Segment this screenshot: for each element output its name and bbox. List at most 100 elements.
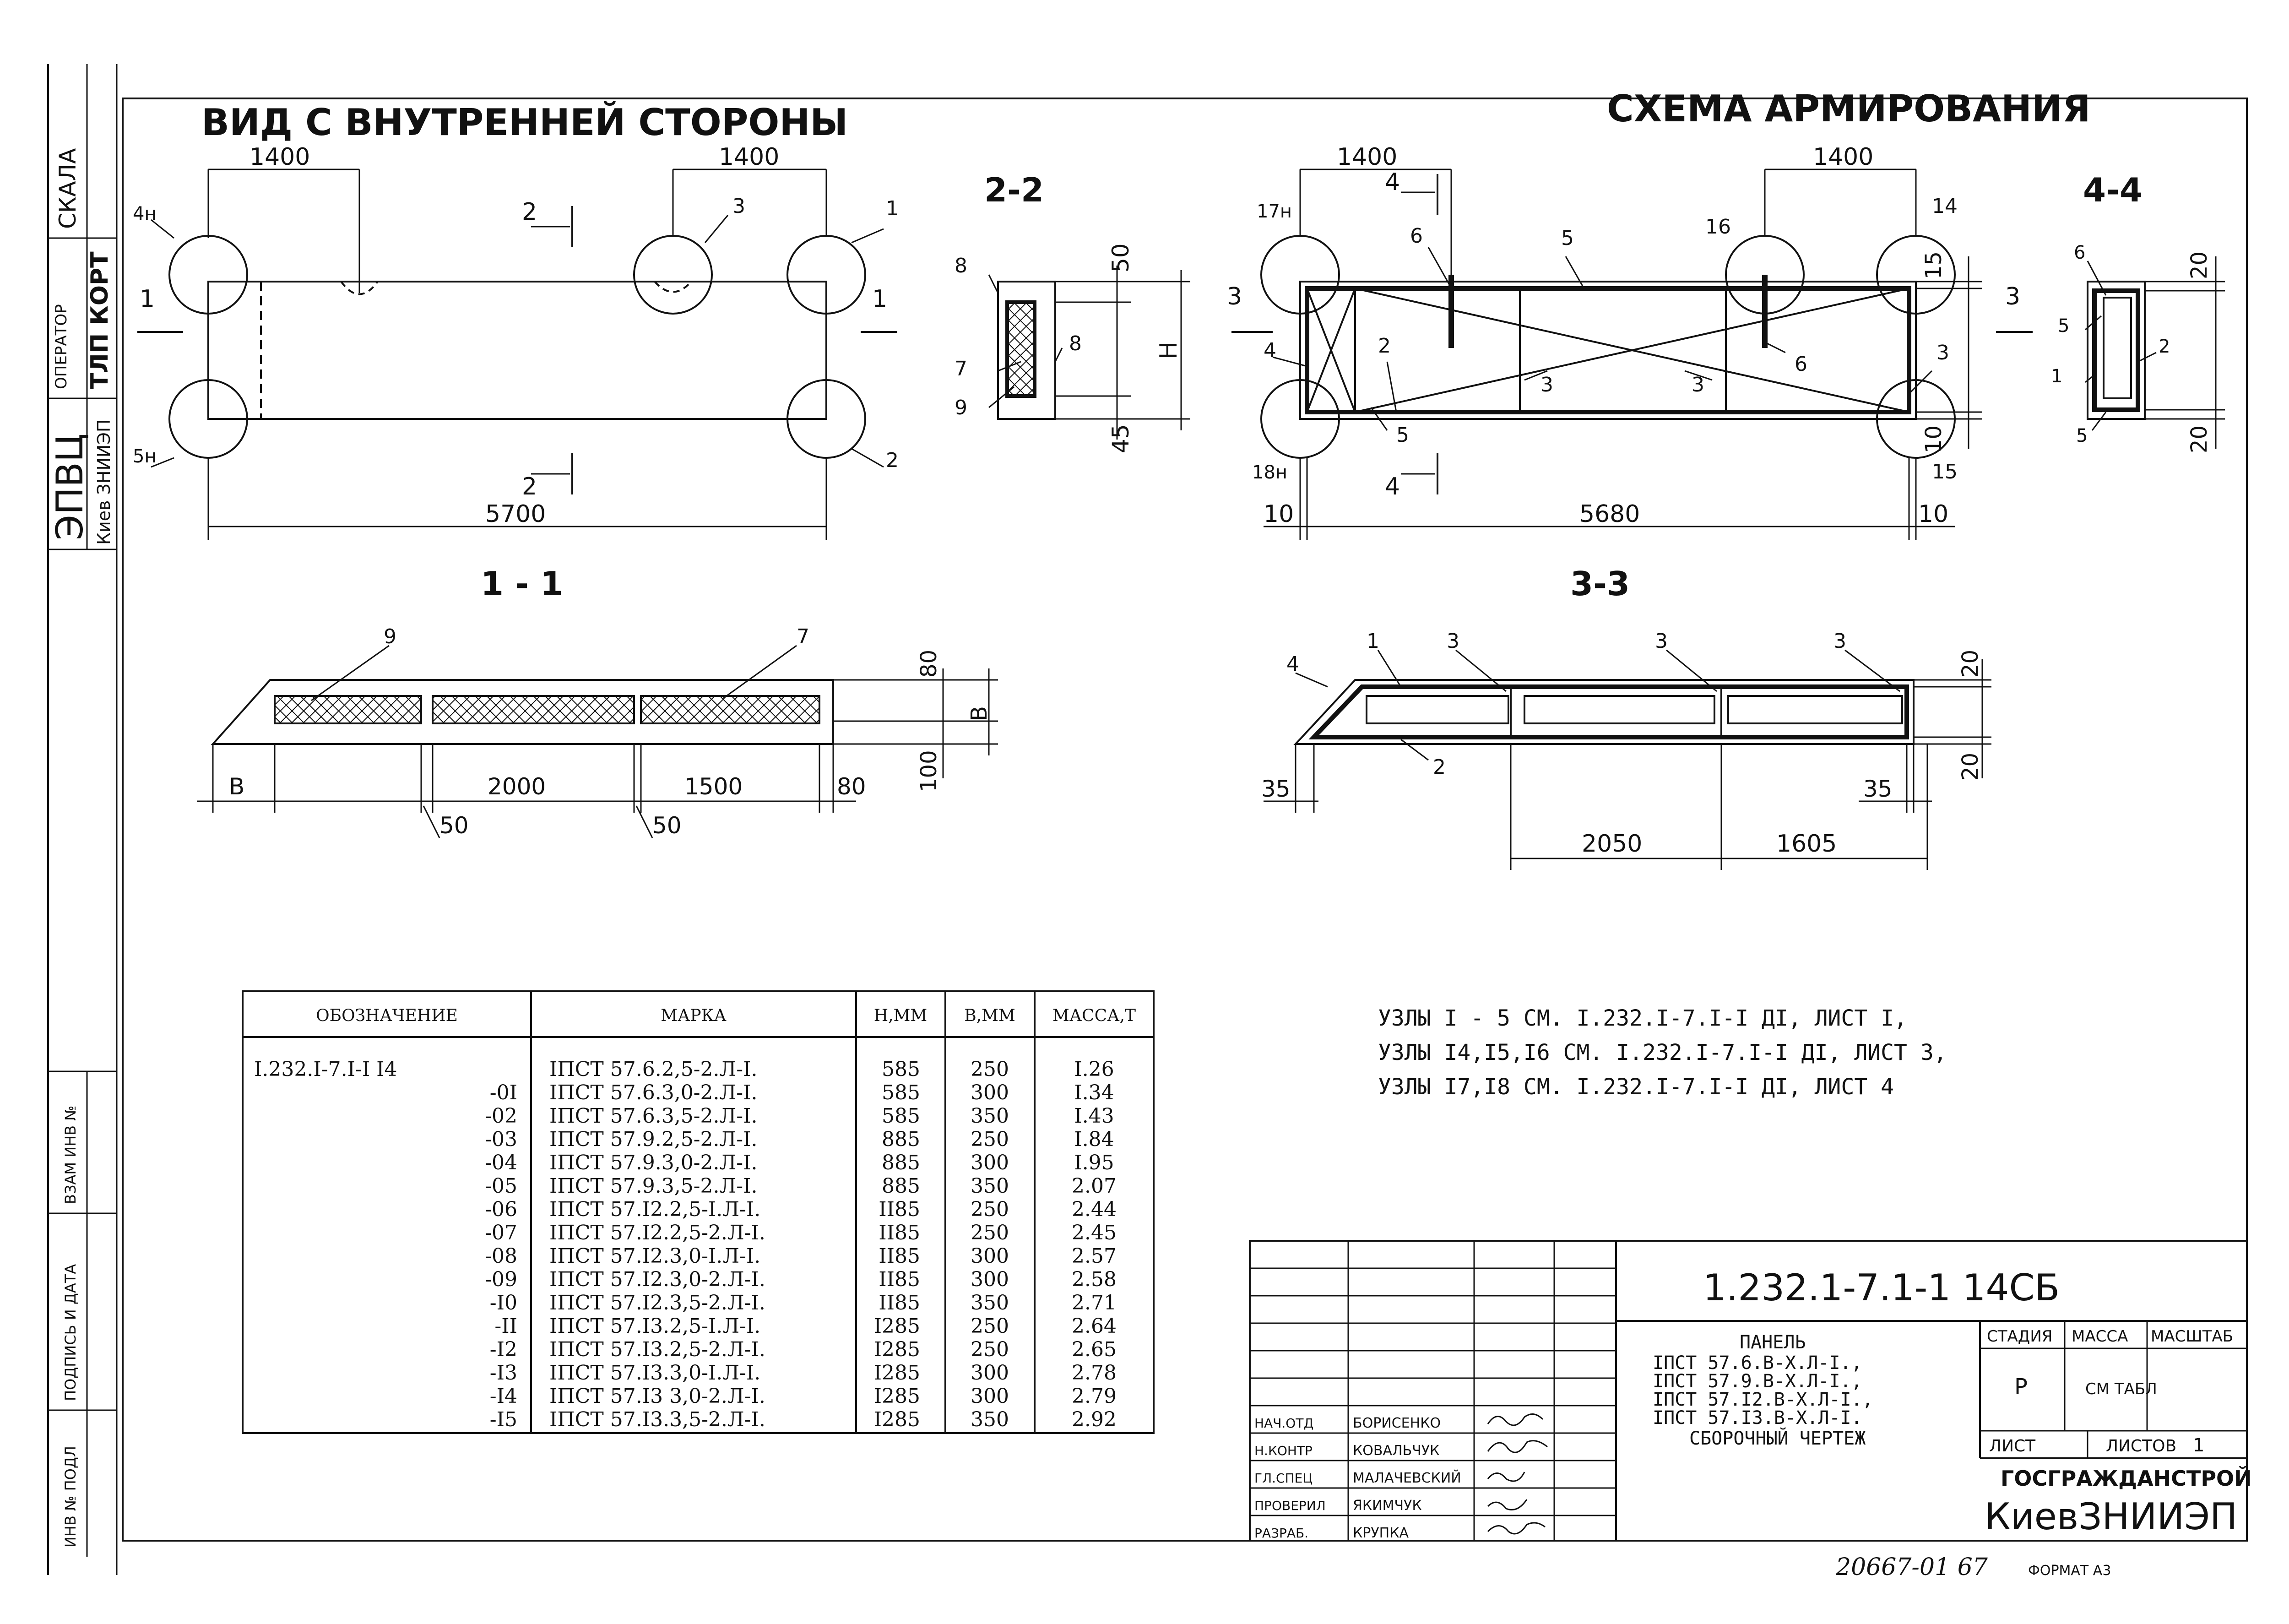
stamp-title-2: IПСТ 57.9.В-Х.Л-I., [1653,1371,1862,1392]
stamp-sheets-count: 1 [2193,1435,2204,1456]
spec-cell-designation: -I2 [490,1338,517,1361]
spec-header-cell: МАССА,Т [1052,1006,1136,1025]
title-view: ВИД С ВНУТРЕННЕЙ СТОРОНЫ [201,101,848,144]
spec-cell-h: I285 [874,1408,920,1431]
spec-cell-b: 250 [971,1128,1009,1151]
spec-cell-designation: -I4 [490,1385,517,1408]
strip-kiev: Киев ЗНИИЭП [94,419,114,545]
spec-cell-mass: 2.44 [1072,1198,1117,1221]
view-panel [137,168,897,540]
spec-cell-mark: IПСТ 57.I3.2,5-I.Л-I. [549,1314,760,1338]
spec-cell-mark: IПСТ 57.I2.3,0-2.Л-I. [549,1268,765,1291]
stamp-role: ПРОВЕРИЛ [1254,1498,1326,1513]
view-callout-1: 1 [886,197,899,220]
spec-cell-mass: I.26 [1074,1058,1114,1081]
scheme-dim-right: 1400 [1813,143,1873,171]
scheme-cut-3b: 3 [2005,283,2020,310]
spec-cell-mass: 2.65 [1072,1338,1117,1361]
sec44-label-5: 5 [2058,315,2069,337]
spec-cell-mass: 2.78 [1072,1361,1117,1385]
node-3 [633,235,713,315]
scheme-callout-18n: 18н [1252,462,1287,483]
spec-cell-mark: IПСТ 57.I2.3,5-2.Л-I. [549,1291,765,1314]
spec-cell-designation: -03 [485,1128,517,1151]
sec33-dim-35l: 35 [1261,776,1291,802]
stamp-scale-header: МАСШТАБ [2151,1327,2233,1346]
sec22-dim-bottom: 45 [1107,424,1134,453]
spec-cell-mark: IПСТ 57.I2.2,5-I.Л-I. [549,1198,760,1221]
spec-cell-b: 300 [971,1385,1009,1408]
spec-cell-h: II85 [879,1221,920,1244]
sec11-dim-50b: 50 [652,812,682,839]
spec-cell-mark: IПСТ 57.9.3,5-2.Л-I. [549,1174,757,1198]
scheme-dim-10: 10 [1921,425,1947,453]
sec22-label-7: 7 [955,357,967,380]
stamp-mass: СМ ТАБЛ [2085,1380,2157,1398]
sec33-label-4: 4 [1286,652,1299,676]
spec-cell-mark: IПСТ 57.I3.3,0-I.Л-I. [549,1361,760,1385]
stamp-sheet: ЛИСТ [1989,1437,2036,1456]
scheme-drawing [1231,168,2033,540]
stamp-name: КОВАЛЬЧУК [1353,1443,1439,1459]
spec-cell-h: 585 [882,1058,920,1081]
spec-cell-mass: 2.92 [1072,1408,1117,1431]
spec-cell-mass: I.95 [1074,1151,1114,1174]
note-2: УЗЛЫ I4,I5,I6 СМ. I.232.I-7.I-I ДI, ЛИСТ… [1378,1040,1947,1065]
stamp-role: ГЛ.СПЕЦ [1254,1471,1313,1486]
sec33-dim-35r: 35 [1863,776,1893,802]
spec-cell-h: II85 [879,1268,920,1291]
spec-cell-designation: -05 [485,1174,517,1198]
spec-cell-h: I285 [874,1385,920,1408]
scheme-callout-15: 15 [1932,460,1958,483]
sec33-dim-1605: 1605 [1776,830,1837,858]
title-sec11: 1 - 1 [481,565,563,603]
sec22-drawing [988,266,1190,440]
spec-cell-h: I285 [874,1314,920,1338]
spec-cell-b: 350 [971,1104,1009,1128]
sec11-dim-b: В [229,773,244,800]
spec-cell-b: 300 [971,1361,1009,1385]
spec-header-cell: Н,ММ [874,1006,928,1025]
title-sec33: 3-3 [1570,565,1630,603]
sec11-dim-80: 80 [837,773,866,800]
spec-cell-designation: -02 [485,1104,517,1128]
stamp-role: НАЧ.ОТД [1254,1416,1313,1431]
spec-cell-h: I285 [874,1338,920,1361]
spec-cell-mark: IПСТ 57.I2.3,0-I.Л-I. [549,1244,760,1268]
spec-cell-designation: I.232.I-7.I-I I4 [254,1058,397,1081]
spec-cell-designation: -I3 [490,1361,517,1385]
view-dim-total: 5700 [485,500,546,528]
stamp-stage-header: СТАДИЯ [1987,1327,2052,1346]
spec-cell-h: I285 [874,1361,920,1385]
scheme-cut-4a: 4 [1385,168,1400,196]
sec22-label-9: 9 [955,396,967,419]
spec-cell-designation: -0I [490,1081,517,1104]
sec11-dim-1500: 1500 [684,773,743,800]
spec-cell-mark: IПСТ 57.6.3,0-2.Л-I. [549,1081,757,1104]
spec-cell-mark: IПСТ 57.I3.3,5-2.Л-I. [549,1408,765,1431]
scheme-dim-left: 1400 [1337,143,1397,171]
footer-number: 20667-01 67 [1835,1553,1988,1581]
sec11-drawing [197,645,998,838]
spec-cell-mark: IПСТ 57.6.3,5-2.Л-I. [549,1104,757,1128]
view-callout-2: 2 [886,449,899,472]
spec-cell-h: 585 [882,1104,920,1128]
view-callout-3: 3 [732,195,745,218]
sec44-dim-top: 20 [2186,251,2212,279]
spec-cell-mass: 2.07 [1072,1174,1117,1198]
note-3: УЗЛЫ I7,I8 СМ. I.232.I-7.I-I ДI, ЛИСТ 4 [1378,1074,1894,1100]
sec11-dim-50a: 50 [439,812,469,839]
stamp-org1: ГОСГРАЖДАНСТРОЙ [2001,1466,2252,1491]
spec-cell-designation: -08 [485,1244,517,1268]
sec11-dim-2000: 2000 [488,773,546,800]
spec-cell-b: 250 [971,1058,1009,1081]
scheme-callout-5b: 5 [1396,424,1409,447]
sec11-vdim-b: В [966,706,992,721]
sec44-dim-bottom: 20 [2186,425,2212,453]
scheme-callout-16: 16 [1705,215,1731,239]
stamp-name: ЯКИМЧУК [1353,1498,1422,1514]
title-scheme: СХЕМА АРМИРОВАНИЯ [1607,87,2091,130]
strip-epvts: ЭПВЦ [49,434,91,540]
spec-cell-mass: I.34 [1074,1081,1114,1104]
spec-cell-h: II85 [879,1198,920,1221]
